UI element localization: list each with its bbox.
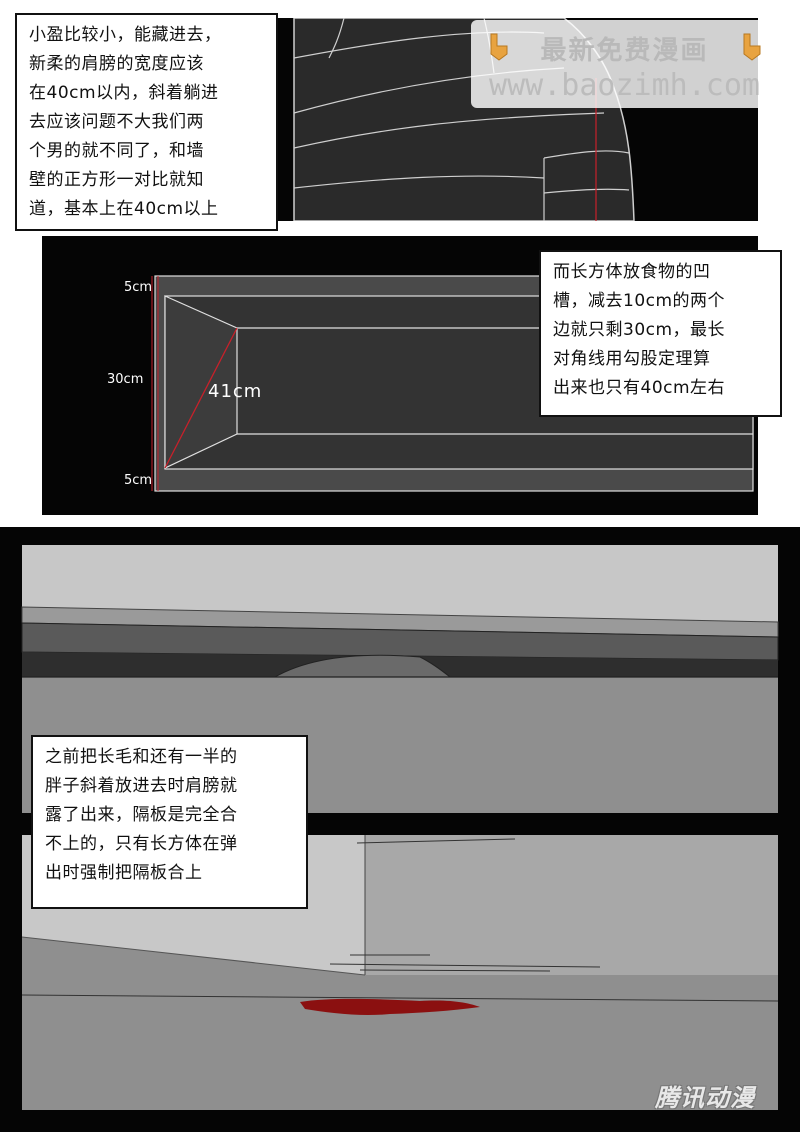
dim-diagonal: 41cm (208, 381, 263, 402)
watermark-title: 最新免费漫画 (540, 36, 709, 66)
watermark-url: www.baozimh.com (489, 68, 760, 103)
caption-shoulder-width: 小盈比较小，能藏进去， 新柔的肩膀的宽度应该 在40cm以内，斜着躺进 去应该问… (15, 13, 278, 231)
dim-height: 30cm (107, 372, 144, 387)
caption-partition: 之前把长毛和还有一半的 胖子斜着放进去时肩膀就 露了出来，隔板是完全合 不上的，… (31, 735, 308, 909)
publisher-logo: 腾讯动漫 (655, 1084, 755, 1112)
dim-top-margin: 5cm (124, 280, 153, 295)
pointing-hand-icon (490, 33, 508, 61)
dim-bottom-margin: 5cm (124, 473, 153, 488)
watermark: 最新免费漫画 www.baozimh.com (471, 20, 778, 108)
pointing-hand-icon (743, 33, 761, 61)
caption-diagonal: 而长方体放食物的凹 槽，减去10cm的两个 边就只剩30cm，最长 对角线用勾股… (539, 250, 782, 417)
